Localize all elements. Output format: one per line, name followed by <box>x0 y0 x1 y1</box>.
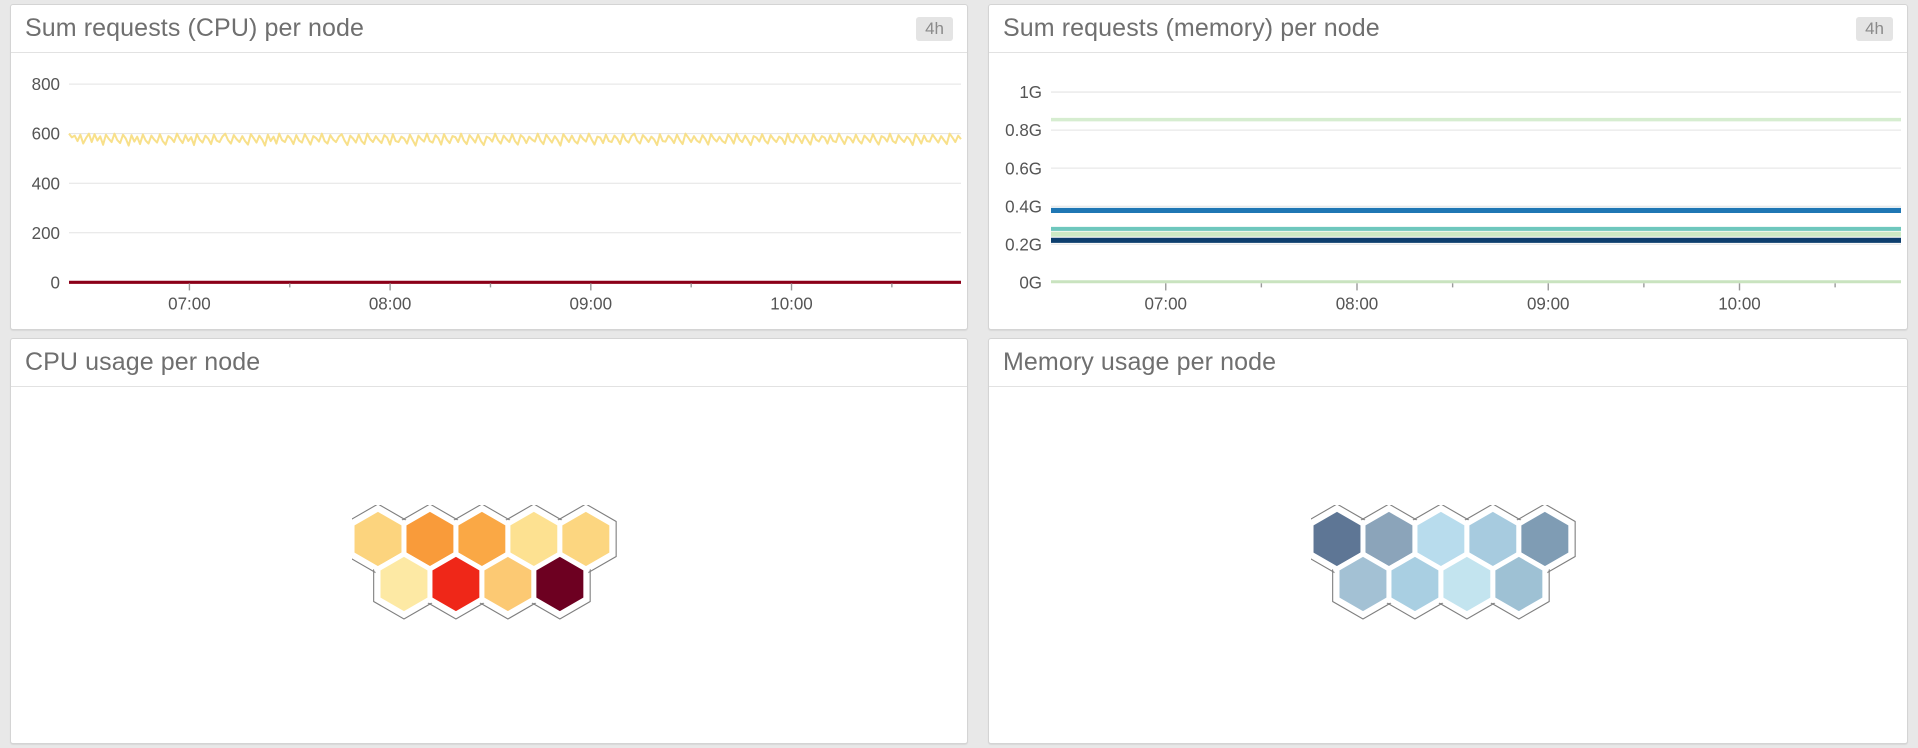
panel-body <box>11 387 967 743</box>
panel-body: 0 200 400 600 800 07:00 08:00 09:00 10:00 <box>11 53 967 329</box>
hexmap-cpu-wrap <box>11 387 967 743</box>
hex-cell-node-7[interactable] <box>427 550 485 617</box>
chart-sum-requests-memory: 0G 0.2G 0.4G 0.6G 0.8G 1G 07:00 08:00 09:00 10:00 <box>1005 83 1901 314</box>
panel-memory-usage-per-node[interactable]: Memory usage per node <box>988 338 1908 744</box>
x-tick-label: 07:00 <box>1144 295 1187 314</box>
x-tick-label: 10:00 <box>770 295 813 314</box>
hex-cell-node-7[interactable] <box>1386 550 1444 617</box>
y-tick-label: 0G <box>1019 273 1042 292</box>
panel-sum-requests-cpu[interactable]: Sum requests (CPU) per node 4h 0 200 400 60… <box>10 4 968 330</box>
x-tick-label: 09:00 <box>570 295 613 314</box>
hexmap-memory-usage[interactable] <box>1311 504 1585 626</box>
panel-sum-requests-memory[interactable]: Sum requests (memory) per node 4h 0G 0.2G… <box>988 4 1908 330</box>
time-range-badge[interactable]: 4h <box>1856 16 1893 41</box>
x-tick-label: 09:00 <box>1527 295 1570 314</box>
y-tick-label: 0.8G <box>1005 121 1042 140</box>
x-tick-label: 07:00 <box>168 295 211 314</box>
hex-cell-node-9[interactable] <box>1490 550 1548 617</box>
panel-header: Sum requests (memory) per node 4h <box>989 5 1907 53</box>
panel-body <box>989 387 1907 743</box>
hexmap-memory-wrap <box>989 387 1907 743</box>
hex-cell-node-6[interactable] <box>375 550 433 617</box>
hex-cell-node-8[interactable] <box>1438 550 1496 617</box>
page-title: Memory usage per node <box>1003 348 1277 376</box>
series-line-requests-cpu-noisy <box>68 132 962 147</box>
page-title: Sum requests (CPU) per node <box>25 14 364 42</box>
hexmap-cpu-usage[interactable] <box>352 504 626 626</box>
y-tick-label: 200 <box>32 224 60 243</box>
y-tick-label: 600 <box>32 125 60 144</box>
x-tick-label: 08:00 <box>1336 295 1379 314</box>
y-tick-label: 0.2G <box>1005 235 1042 254</box>
y-tick-label: 0.6G <box>1005 159 1042 178</box>
page-title: Sum requests (memory) per node <box>1003 14 1380 42</box>
panel-header: Memory usage per node <box>989 339 1907 387</box>
time-range-badge[interactable]: 4h <box>916 16 953 41</box>
x-tick-label: 08:00 <box>369 295 412 314</box>
y-tick-label: 800 <box>32 75 60 94</box>
x-tick-label: 10:00 <box>1718 295 1761 314</box>
panel-body: 0G 0.2G 0.4G 0.6G 0.8G 1G 07:00 08:00 09:00 10:00 <box>989 53 1907 329</box>
page-title: CPU usage per node <box>25 348 261 376</box>
hex-cell-node-8[interactable] <box>479 550 537 617</box>
panel-header: Sum requests (CPU) per node 4h <box>11 5 967 53</box>
chart-sum-requests-cpu: 0 200 400 600 800 07:00 08:00 09:00 10:00 <box>32 75 962 314</box>
panel-header: CPU usage per node <box>11 339 967 387</box>
y-tick-label: 0.4G <box>1005 197 1042 216</box>
panel-cpu-usage-per-node[interactable]: CPU usage per node <box>10 338 968 744</box>
y-tick-label: 400 <box>32 174 60 193</box>
hex-cell-node-6[interactable] <box>1334 550 1392 617</box>
y-tick-label: 0 <box>51 273 60 292</box>
y-tick-label: 1G <box>1019 83 1042 102</box>
hex-cell-node-9[interactable] <box>531 550 589 617</box>
